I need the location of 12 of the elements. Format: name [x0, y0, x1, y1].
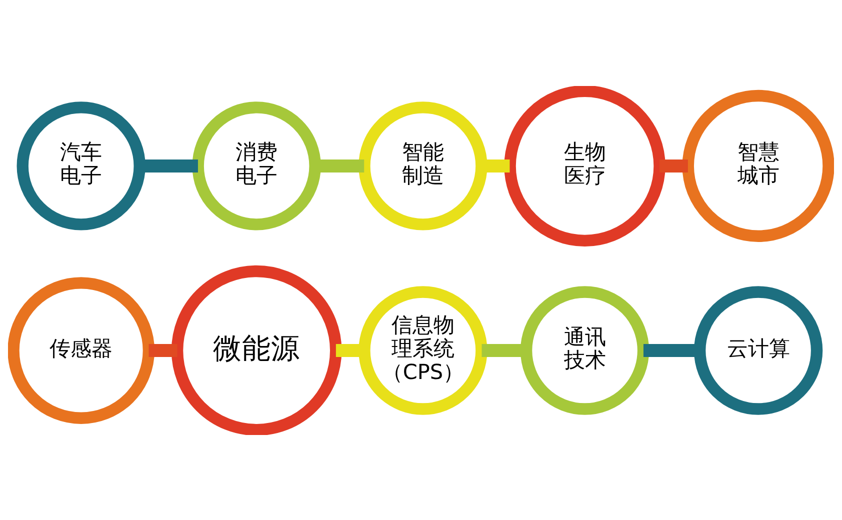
node-circle: 消费电子 — [192, 101, 321, 230]
node-circle: 微能源 — [171, 264, 342, 434]
node-circle: 云计算 — [694, 286, 823, 414]
node-circle: 生物医疗 — [504, 86, 666, 246]
node-circle: 通讯技术 — [520, 286, 650, 414]
node-circle: 汽车电子 — [16, 101, 146, 230]
connector — [148, 344, 178, 356]
connector — [660, 158, 688, 172]
node-circle: 智慧城市 — [682, 89, 834, 242]
node-circle: 信息物理系统（CPS） — [358, 286, 488, 414]
node-circle: 智能制造 — [358, 101, 488, 230]
node-circle: 传感器 — [8, 276, 155, 424]
